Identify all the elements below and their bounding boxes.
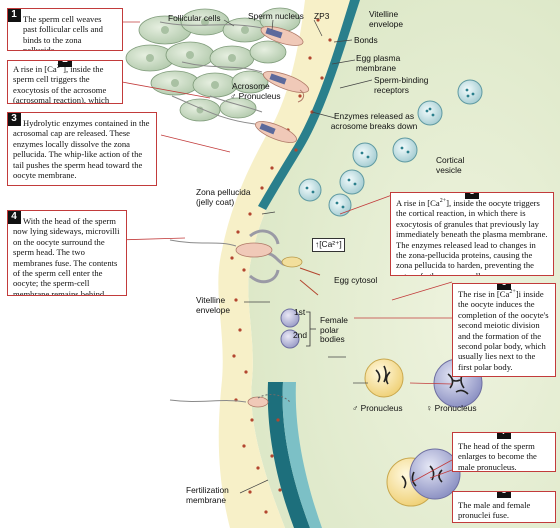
step-8-number: 8 [497, 492, 511, 498]
step-4-box: 4 With the head of the sperm now lying s… [7, 210, 127, 296]
label-acrosome: Acrosome [232, 81, 270, 91]
polar-bracket [306, 311, 316, 347]
label-cortical-vesicle: Cortical vesicle [436, 155, 465, 175]
label-zona-pellucida: Zona pellucida (jelly coat) [196, 187, 251, 207]
sperm-1 [159, 21, 304, 46]
step-5-number: 5 [465, 193, 479, 199]
step-6-text-pre: The rise in [Ca [458, 289, 510, 299]
step-3-text: Hydrolytic enzymes contained in the acro… [13, 118, 150, 181]
step-1-box: 1 The sperm cell weaves past follicular … [7, 8, 123, 51]
step-5-text-post: ], inside the oocyte triggers the cortic… [396, 198, 548, 276]
sperm-2 [181, 61, 310, 103]
step-4-text: With the head of the sperm now lying sid… [13, 216, 120, 296]
step-1-number: 1 [8, 9, 21, 22]
step-7-text: The head of the sperm enlarges to become… [458, 441, 537, 472]
vitelline-band-lower-light [282, 382, 322, 528]
label-vitelline-envelope-2: Vitelline envelope [196, 295, 230, 315]
step-5-box: 5 A rise in [Ca2+], inside the oocyte tr… [390, 192, 554, 276]
sperm-5 [169, 394, 291, 408]
label-follicular-cells: Follicular cells [168, 13, 221, 23]
step-8-box: 8 The male and female pronuclei fuse. [452, 491, 556, 523]
cortical-vesicles [298, 79, 483, 217]
step-4-number: 4 [8, 211, 21, 224]
step-3-box: 3 Hydrolytic enzymes contained in the ac… [7, 112, 157, 186]
label-male-pronucleus: ♂ Pronucleus [352, 403, 403, 413]
label-egg-cytosol: Egg cytosol [334, 275, 378, 285]
label-lines [223, 19, 373, 494]
step-6-text-sup: 2+ [509, 289, 516, 296]
label-zp3: ZP3 [314, 11, 330, 21]
step-2-text-pre: A rise in [Ca [13, 64, 57, 74]
label-ca-rise: ↑[Ca²⁺] [312, 238, 345, 252]
step-7-box: 7 The head of the sperm enlarges to beco… [452, 432, 556, 472]
cytosol-arrows [299, 267, 321, 296]
leader-lines [115, 21, 453, 483]
zona-pellucida-band [218, 0, 358, 528]
step-5-text-pre: A rise in [Ca [396, 198, 440, 208]
sperm-3 [171, 95, 297, 143]
label-egg-plasma-membrane: Egg plasma membrane [356, 53, 401, 73]
label-fertilization-membrane: Fertilization membrane [186, 485, 229, 505]
sperm-4 [169, 239, 303, 268]
label-female-pronucleus: ♀ Pronucleus [426, 403, 477, 413]
label-enzymes-released: Enzymes released as acrosome breaks down [330, 111, 418, 131]
step-1-text: The sperm cell weaves past follicular ce… [23, 14, 103, 51]
step-6-number: 6 [497, 284, 511, 290]
label-female-polar-bodies: Female polar bodies [320, 315, 348, 345]
label-male-pronucleus-top: ♂ Pronucleus [230, 91, 281, 101]
step-3-number: 3 [8, 113, 21, 126]
step-6-box: 6 The rise in [Ca2+]i inside the oocyte … [452, 283, 556, 377]
fusing-pronuclei [386, 448, 461, 507]
polar-bodies [280, 308, 300, 349]
step-2-box: 2 A rise in [Ca2+], inside the sperm cel… [7, 60, 123, 104]
label-polar-first: 1st [294, 307, 306, 317]
label-polar-second: 2nd [293, 330, 307, 340]
label-bonds: Bonds [354, 35, 378, 45]
microvilli [249, 229, 280, 284]
step-5-text-sup: 2+ [439, 198, 447, 205]
step-2-text-post: ], inside the sperm cell triggers the ex… [13, 64, 110, 104]
step-2-text-sup: 2+ [56, 64, 64, 71]
vitelline-band-upper [258, 0, 360, 210]
step-7-number: 7 [497, 433, 511, 439]
step-8-text: The male and female pronuclei fuse. [458, 500, 531, 521]
label-sperm-nucleus: Sperm nucleus [248, 11, 304, 21]
label-vitelline-envelope: Vitelline envelope [369, 9, 403, 29]
zona-dots [230, 18, 332, 514]
step-6-text-post: ]i inside the oocyte induces the complet… [458, 289, 549, 372]
label-sperm-binding-receptors: Sperm-binding receptors [374, 75, 429, 95]
male-pronucleus-early [364, 358, 404, 398]
step-2-number: 2 [58, 61, 72, 67]
